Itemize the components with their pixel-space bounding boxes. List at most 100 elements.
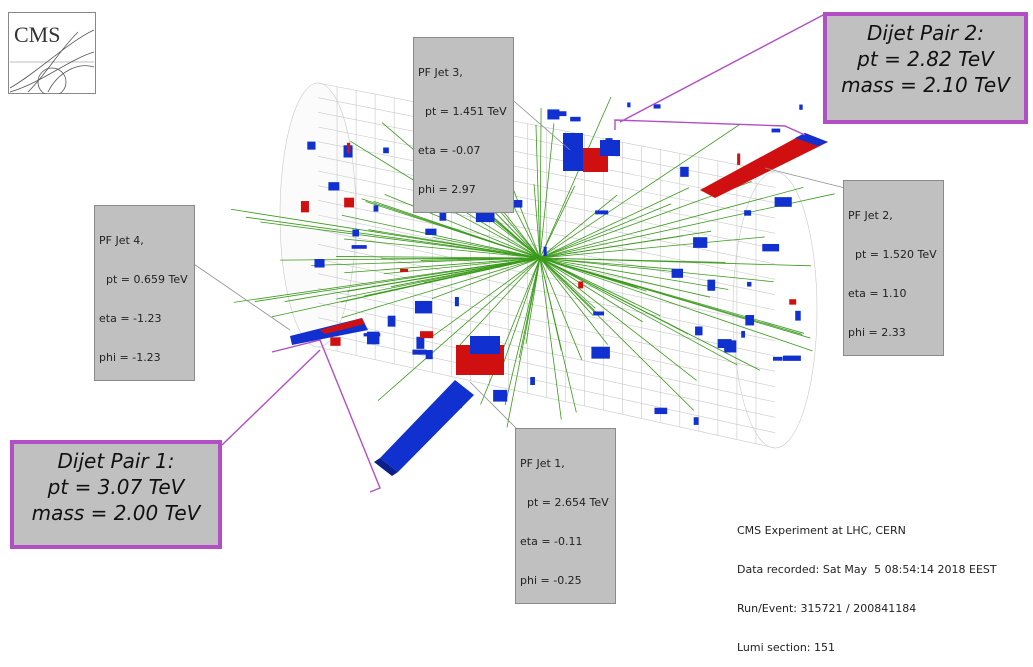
calorimeter-cell (772, 356, 783, 361)
pair2-pt: pt = 2.82 TeV (857, 47, 994, 71)
jet4-label: PF Jet 4, pt = 0.659 TeV eta = -1.23 phi… (94, 205, 195, 381)
calorimeter-cell (547, 109, 560, 120)
calorimeter-cell (543, 246, 547, 256)
jet2-eta: eta = 1.10 (848, 287, 907, 300)
calorimeter-cell (506, 199, 523, 208)
calorimeter-cell (557, 111, 567, 117)
calorimeter-cell (782, 355, 801, 361)
calorimeter-cell (799, 104, 803, 110)
jet3-tower-blue2 (600, 140, 620, 156)
jet2-title: PF Jet 2, (848, 209, 893, 222)
jet1-phi: phi = -0.25 (520, 574, 582, 587)
jet1-cluster-blue (470, 336, 500, 354)
calorimeter-cell (346, 142, 351, 154)
jet1-tower (380, 380, 474, 472)
jet1-label: PF Jet 1, pt = 2.654 TeV eta = -0.11 phi… (515, 428, 616, 604)
calorimeter-cell (693, 237, 708, 248)
jet1-tower-side (374, 458, 398, 476)
calorimeter-cell (383, 147, 389, 154)
calorimeter-cell (425, 228, 437, 235)
jet-towers (290, 133, 828, 476)
calorimeter-cell (414, 300, 433, 314)
calorimeter-cell (454, 296, 459, 307)
calorimeter-cell (412, 349, 427, 355)
jet3-label: PF Jet 3, pt = 1.451 TeV eta = -0.07 phi… (413, 37, 514, 213)
jet1-pt: pt = 2.654 TeV (520, 496, 609, 509)
calorimeter-cell (416, 336, 425, 349)
calorimeter-cell (747, 281, 752, 287)
calorimeter-cell (373, 205, 379, 212)
jet3-eta: eta = -0.07 (418, 144, 481, 157)
calorimeter-cell (593, 311, 605, 316)
calorimeter-cell (314, 259, 325, 268)
pair1-mass: mass = 2.00 TeV (31, 501, 201, 525)
calorimeter-cell (493, 389, 508, 402)
jet1-eta: eta = -0.11 (520, 535, 583, 548)
calorimeter-cell (680, 166, 689, 177)
label-leaders (187, 95, 846, 433)
pair2-mass: mass = 2.10 TeV (841, 73, 1010, 97)
jet2-label: PF Jet 2, pt = 1.520 TeV eta = 1.10 phi … (843, 180, 944, 356)
calorimeter-cell (387, 315, 396, 327)
calorimeter-cell (367, 331, 380, 345)
calorimeter-cell (591, 346, 610, 359)
calorimeter-cell (475, 210, 495, 223)
calorimeter-cell (654, 407, 668, 415)
calorimeter-cell (439, 210, 447, 221)
calorimeter-cell (707, 279, 716, 291)
calorimeter-cell (795, 310, 801, 321)
calorimeter-cell (330, 337, 341, 346)
calorimeter-cell (344, 197, 355, 208)
calorimeter-cell (671, 268, 684, 278)
dijet-pair-1-box: Dijet Pair 1: pt = 3.07 TeV mass = 2.00 … (10, 440, 222, 549)
jet4-pt: pt = 0.659 TeV (99, 273, 188, 286)
jet2-tower-blue (795, 133, 828, 146)
calorimeter-cell (741, 330, 746, 338)
calorimeter-cell (717, 339, 732, 349)
calorimeter-cell (774, 197, 792, 207)
info-date: Data recorded: Sat May 5 08:54:14 2018 E… (737, 563, 997, 576)
calorimeter-cell (352, 229, 359, 237)
calorimeter-cell (300, 201, 309, 213)
jet2-phi: phi = 2.33 (848, 326, 906, 339)
calorimeter-cell (789, 299, 797, 305)
cms-logo-text: CMS (14, 22, 60, 47)
jet4-phi: phi = -1.23 (99, 351, 161, 364)
jet2-pt: pt = 1.520 TeV (848, 248, 937, 261)
calorimeter-cell (420, 331, 434, 339)
calorimeter-cell (627, 102, 631, 108)
calorimeter-cell (578, 281, 584, 289)
calorimeter-cell (328, 182, 340, 191)
jet2-tower (700, 133, 828, 198)
calorimeter-cell (425, 350, 433, 360)
calorimeter-cell (762, 243, 780, 252)
event-info: CMS Experiment at LHC, CERN Data recorde… (737, 498, 997, 667)
calorimeter-cell (737, 153, 741, 165)
pair1-title: Dijet Pair 1: (57, 449, 175, 473)
jet1-title: PF Jet 1, (520, 457, 565, 470)
calorimeter-cell (351, 245, 367, 249)
calorimeter-cell (400, 268, 409, 273)
calorimeter-cell (307, 141, 316, 150)
dijet-pair-2-box: Dijet Pair 2: pt = 2.82 TeV mass = 2.10 … (823, 12, 1028, 124)
calorimeter-cell (570, 116, 581, 122)
pair2-title: Dijet Pair 2: (867, 21, 984, 45)
info-run-event: Run/Event: 315721 / 200841184 (737, 602, 917, 615)
info-experiment: CMS Experiment at LHC, CERN (737, 524, 906, 537)
jet3-pt: pt = 1.451 TeV (418, 105, 507, 118)
calorimeter-cell (695, 326, 703, 336)
pair1-pt: pt = 3.07 TeV (47, 475, 185, 499)
jet4-title: PF Jet 4, (99, 234, 144, 247)
cms-logo: CMS (8, 12, 96, 94)
info-lumi: Lumi section: 151 (737, 641, 835, 654)
calorimeter-cell (530, 377, 535, 385)
calorimeter-cell (595, 210, 609, 215)
jet3-title: PF Jet 3, (418, 66, 463, 79)
calorimeter-cell (745, 315, 755, 326)
calorimeter-cell (744, 210, 752, 216)
jet3-phi: phi = 2.97 (418, 183, 476, 196)
pair-brackets (221, 13, 826, 493)
jet4-eta: eta = -1.23 (99, 312, 162, 325)
calorimeter-cell (693, 417, 699, 425)
calorimeter-cell (653, 104, 661, 109)
